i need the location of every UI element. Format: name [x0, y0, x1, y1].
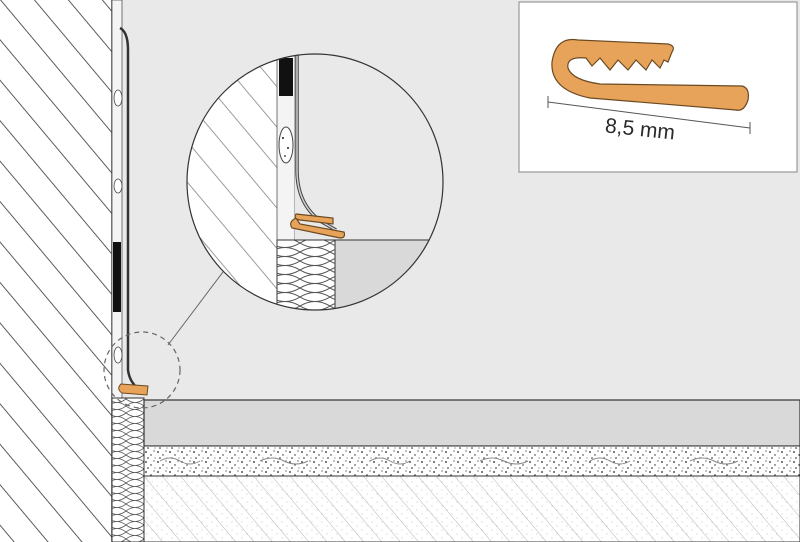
profile-inset-box	[518, 1, 798, 173]
floor-covering	[143, 399, 800, 447]
edge-insulation-strip	[111, 397, 145, 542]
masonry-wall	[0, 0, 113, 542]
subfloor	[143, 475, 800, 542]
detail-callout-circle	[103, 331, 181, 409]
screed-layer	[143, 445, 800, 477]
j-profile-shape	[551, 38, 749, 111]
dimension-line	[547, 101, 751, 129]
magnified-detail	[186, 53, 444, 311]
clip-profile-small	[118, 383, 149, 396]
plaster-layer	[111, 0, 123, 399]
